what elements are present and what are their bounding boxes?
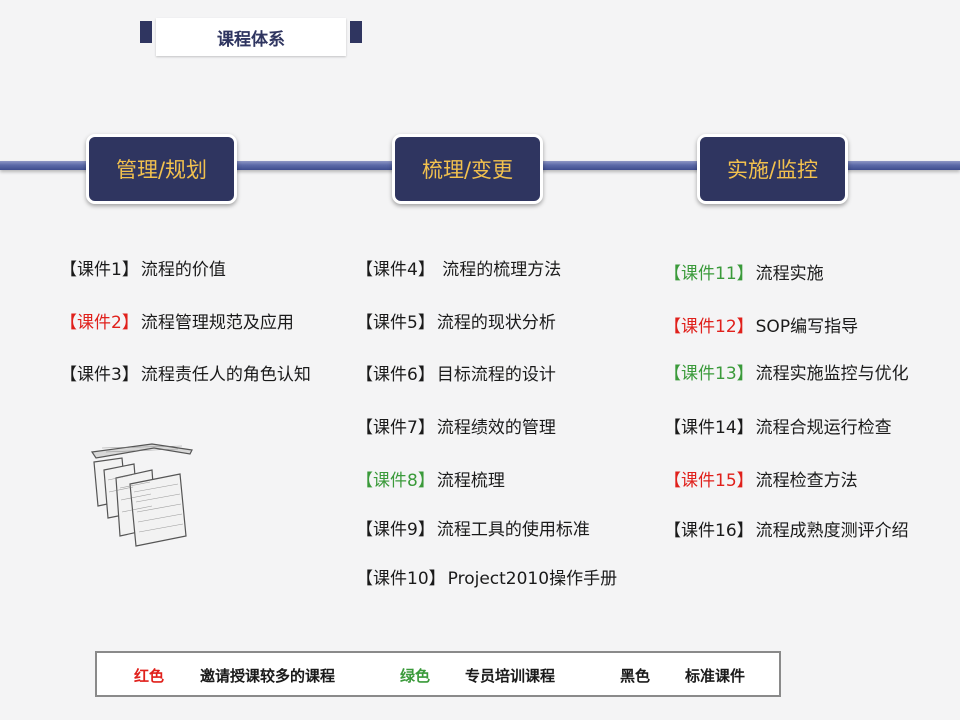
- title-tab-edge-right: [350, 21, 362, 43]
- course-name: 流程检查方法: [755, 471, 858, 491]
- course-tag: 【课件1】: [60, 260, 139, 280]
- course-tag: 【课件6】: [356, 365, 435, 385]
- legend-black-desc: 标准课件: [685, 667, 746, 685]
- legend-red-desc: 邀请授课较多的课程: [200, 667, 336, 685]
- course-name: 流程的现状分析: [436, 313, 556, 333]
- course-name: 流程合规运行检查: [755, 418, 892, 438]
- course-item: 【课件7】流程绩效的管理: [356, 413, 556, 438]
- course-item: 【课件10】Project2010操作手册: [356, 564, 617, 589]
- course-tag: 【课件3】: [60, 365, 139, 385]
- course-item: 【课件6】目标流程的设计: [356, 360, 556, 385]
- course-name: SOP编写指导: [755, 317, 859, 337]
- course-name: 流程的价值: [140, 260, 226, 280]
- course-item: 【课件2】流程管理规范及应用: [60, 308, 294, 333]
- course-name: 流程责任人的角色认知: [140, 365, 311, 385]
- phase-implement: 实施/监控: [697, 134, 848, 204]
- course-tag: 【课件4】: [356, 260, 435, 280]
- course-tag: 【课件14】: [664, 418, 754, 438]
- course-name: 流程实施: [755, 264, 824, 284]
- title-tab-edge-left: [140, 21, 152, 43]
- legend-red-label: 红色: [134, 667, 165, 685]
- page-title: 课程体系: [156, 18, 346, 56]
- course-name: 流程管理规范及应用: [140, 313, 294, 333]
- course-item: 【课件9】流程工具的使用标准: [356, 515, 590, 540]
- legend-black-label: 黑色: [620, 667, 651, 685]
- course-tag: 【课件15】: [664, 471, 754, 491]
- course-tag: 【课件12】: [664, 317, 754, 337]
- course-item: 【课件15】流程检查方法: [664, 466, 858, 491]
- phase-review: 梳理/变更: [392, 134, 543, 204]
- legend-green-label: 绿色: [400, 667, 431, 685]
- course-item: 【课件12】SOP编写指导: [664, 312, 858, 337]
- course-name: 流程成熟度测评介绍: [755, 521, 909, 541]
- course-item: 【课件13】流程实施监控与优化: [664, 359, 909, 384]
- course-tag: 【课件16】: [664, 521, 754, 541]
- phase-plan: 管理/规划: [86, 134, 237, 204]
- course-tag: 【课件10】: [356, 569, 446, 589]
- course-item: 【课件14】流程合规运行检查: [664, 413, 892, 438]
- course-item: 【课件8】流程梳理: [356, 466, 505, 491]
- course-name: 流程的梳理方法: [436, 260, 562, 280]
- legend-green-desc: 专员培训课程: [465, 667, 556, 685]
- course-item: 【课件1】流程的价值: [60, 255, 226, 280]
- course-item: 【课件5】流程的现状分析: [356, 308, 556, 333]
- course-item: 【课件16】流程成熟度测评介绍: [664, 516, 909, 541]
- course-item: 【课件11】流程实施: [664, 259, 824, 284]
- course-tag: 【课件7】: [356, 418, 435, 438]
- course-name: 流程实施监控与优化: [755, 364, 909, 384]
- course-name: 目标流程的设计: [436, 365, 556, 385]
- course-tag: 【课件13】: [664, 364, 754, 384]
- course-tag: 【课件2】: [60, 313, 139, 333]
- folders-sketch-icon: [82, 440, 202, 550]
- course-name: 流程绩效的管理: [436, 418, 556, 438]
- course-tag: 【课件11】: [664, 264, 754, 284]
- course-item: 【课件4】 流程的梳理方法: [356, 255, 561, 280]
- course-tag: 【课件9】: [356, 520, 435, 540]
- course-item: 【课件3】流程责任人的角色认知: [60, 360, 311, 385]
- course-tag: 【课件5】: [356, 313, 435, 333]
- course-tag: 【课件8】: [356, 471, 435, 491]
- course-name: 流程梳理: [436, 471, 505, 491]
- course-name: Project2010操作手册: [447, 569, 618, 589]
- color-legend: 红色 邀请授课较多的课程 绿色 专员培训课程 黑色 标准课件: [95, 651, 781, 697]
- course-name: 流程工具的使用标准: [436, 520, 590, 540]
- title-tab: 课程体系: [140, 18, 362, 58]
